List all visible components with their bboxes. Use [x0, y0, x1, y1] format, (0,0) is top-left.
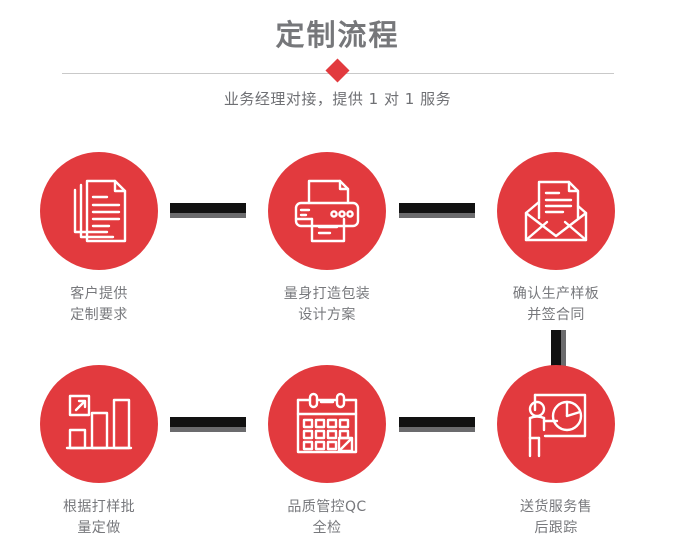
flow-step-6[interactable]: 送货服务售 后跟踪 — [466, 365, 646, 539]
flow-step-4[interactable]: 根据打样批 量定做 — [9, 365, 189, 539]
flow-step-2-circle — [268, 152, 386, 270]
bar-chart-growth-icon — [65, 392, 133, 456]
flow-step-3[interactable]: 确认生产样板 并签合同 — [466, 152, 646, 326]
flow-step-3-caption: 确认生产样板 并签合同 — [512, 286, 600, 323]
connector-horizontal-2 — [399, 203, 475, 213]
flow-step-2-caption: 量身打造包装 设计方案 — [283, 286, 371, 323]
flow-step-1[interactable]: 客户提供 定制要求 — [9, 152, 189, 326]
flow-step-1-caption: 客户提供 定制要求 — [70, 286, 128, 323]
flow-step-4-circle — [40, 365, 158, 483]
flow-step-5-circle — [268, 365, 386, 483]
documents-icon — [65, 177, 133, 245]
flow-step-5[interactable]: 品质管控QC 全检 — [237, 365, 417, 539]
flow-step-2[interactable]: 量身打造包装 设计方案 — [237, 152, 417, 326]
process-flow-diagram: 客户提供 定制要求 量身 — [0, 140, 675, 550]
presentation-pie-chart-icon — [521, 390, 591, 458]
diamond-accent-icon — [325, 58, 350, 83]
printer-icon — [292, 177, 362, 245]
flow-step-1-circle — [40, 152, 158, 270]
flow-step-6-caption: 送货服务售 后跟踪 — [520, 499, 592, 536]
envelope-mail-icon — [521, 178, 591, 244]
page-title: 定制流程 — [275, 18, 400, 52]
flow-step-3-circle — [497, 152, 615, 270]
connector-horizontal-4 — [170, 417, 246, 427]
header-section: 定制流程 业务经理对接，提供 1 对 1 服务 — [0, 0, 675, 128]
connector-vertical — [551, 330, 561, 376]
connector-horizontal-3 — [399, 417, 475, 427]
flow-step-5-caption: 品质管控QC 全检 — [287, 499, 367, 536]
calendar-icon — [293, 392, 361, 456]
connector-horizontal-1 — [170, 203, 246, 213]
page-subtitle: 业务经理对接，提供 1 对 1 服务 — [223, 90, 452, 108]
flow-step-4-caption: 根据打样批 量定做 — [63, 499, 135, 536]
flow-step-6-circle — [497, 365, 615, 483]
